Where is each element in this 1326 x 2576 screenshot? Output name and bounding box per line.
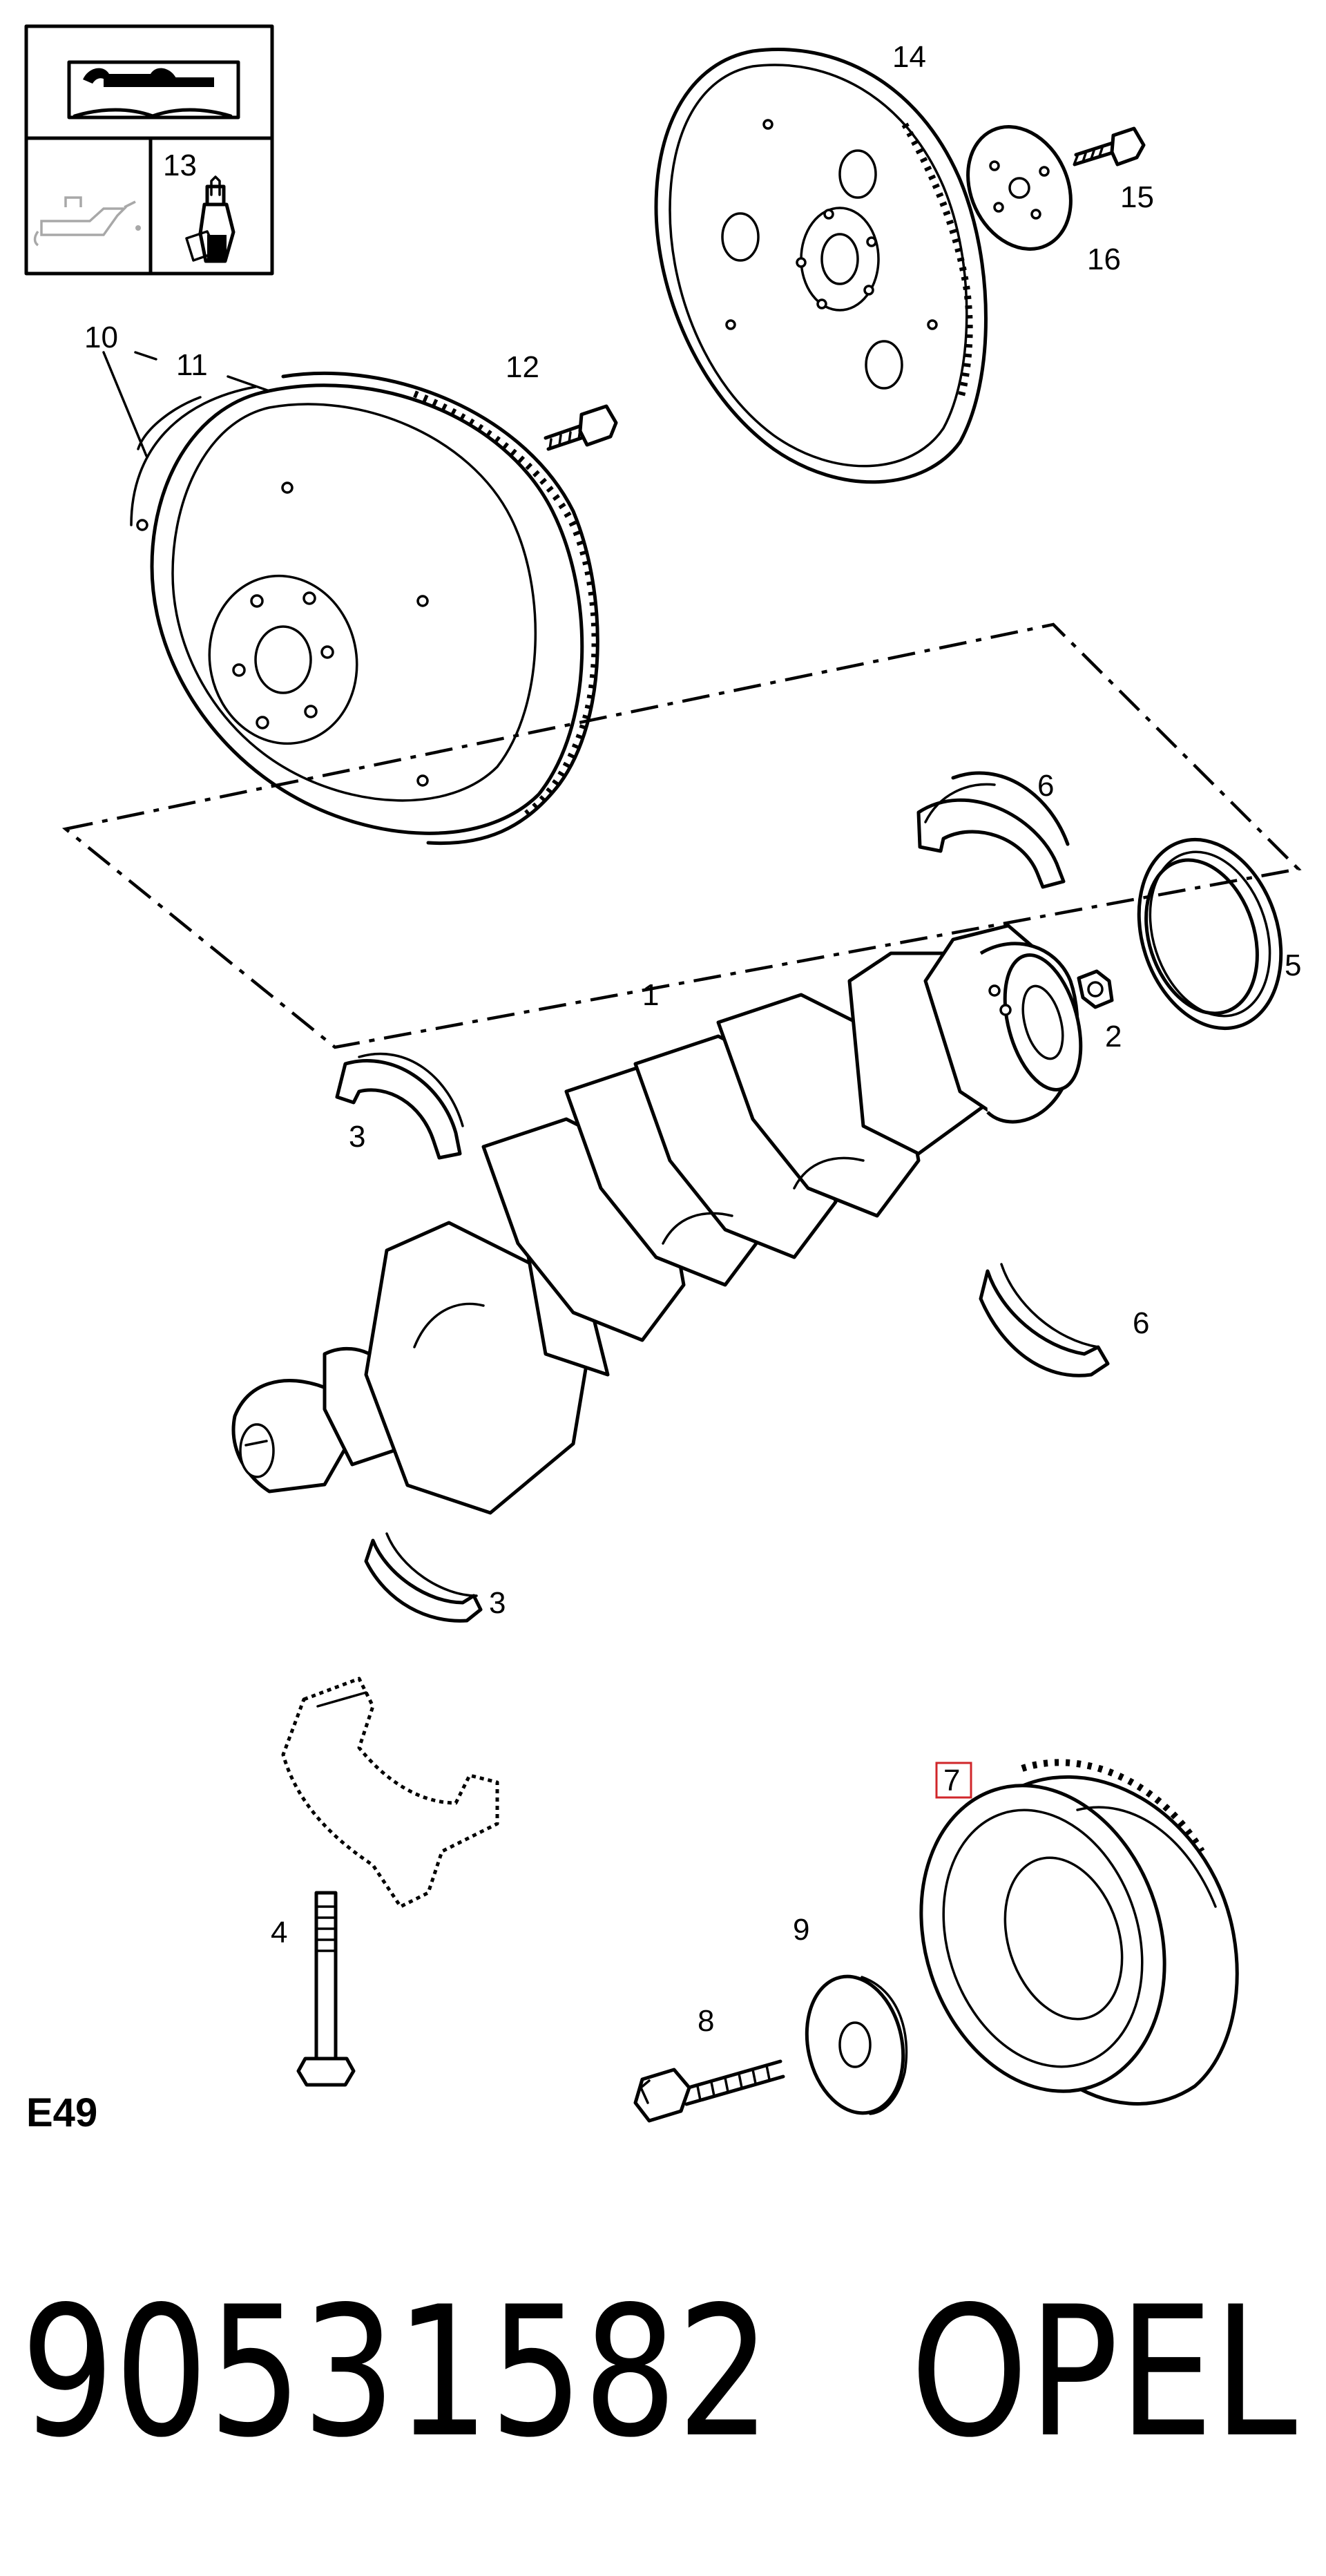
callout-3a: 3 <box>349 1120 365 1154</box>
callout-4: 4 <box>271 1916 287 1949</box>
callout-3b: 3 <box>489 1586 506 1620</box>
oil-seal <box>1137 837 1283 1031</box>
diagram-code: E49 <box>26 2090 97 2135</box>
callout-14: 14 <box>892 40 926 74</box>
main-bearing-cap <box>281 1677 499 1909</box>
washer <box>966 125 1073 251</box>
callout-2: 2 <box>1105 1020 1122 1053</box>
bearing-shell-lower-right <box>979 1263 1110 1377</box>
callout-16: 16 <box>1087 242 1121 276</box>
flexplate-bolt <box>1073 126 1146 166</box>
brand-name: OPEL <box>910 2269 1298 2477</box>
callout-7-highlight: 7 <box>935 1762 972 1799</box>
callout-5: 5 <box>1285 948 1301 982</box>
flexplate <box>654 48 988 484</box>
callout-11: 11 <box>176 348 208 382</box>
crankshaft <box>231 924 1083 1515</box>
pilot-bush <box>1077 969 1114 1009</box>
callout-6b: 6 <box>1133 1306 1149 1340</box>
pulley-washer <box>805 1974 908 2115</box>
wrench-book-icon <box>67 60 240 120</box>
callout-12: 12 <box>506 350 539 384</box>
pulley-bolt <box>633 2059 785 2123</box>
callout-7: 7 <box>943 1764 960 1797</box>
callout-10: 10 <box>84 321 118 354</box>
bearing-shell-left-upper <box>335 1052 464 1160</box>
oil-can-icon <box>33 196 141 247</box>
bearing-shell-left-lower <box>364 1532 483 1623</box>
flywheel <box>130 371 599 846</box>
symbol-legend: 13 <box>24 24 274 276</box>
bearing-shell-upper-right <box>916 771 1070 889</box>
callout-15: 15 <box>1120 180 1154 214</box>
lubricant-bottle-icon <box>185 175 236 263</box>
assembly-boundary <box>61 622 1302 1049</box>
callout-8: 8 <box>698 2004 714 2038</box>
callout-1: 1 <box>642 978 659 1012</box>
lubricant-ref-number: 13 <box>163 149 197 182</box>
callout-6a: 6 <box>1037 769 1054 803</box>
main-bearing-bolt <box>296 1891 356 2087</box>
crankshaft-pulley <box>919 1759 1239 2106</box>
callout-9: 9 <box>793 1913 809 1947</box>
part-number: 90531582 <box>21 2269 771 2477</box>
flywheel-bolt <box>544 404 618 451</box>
